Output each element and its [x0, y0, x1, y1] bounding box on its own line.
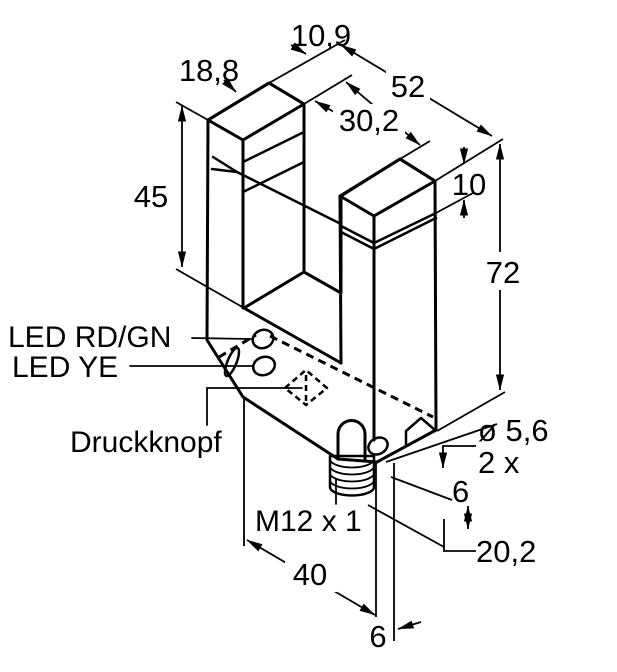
dim-label-10: 10: [452, 167, 486, 202]
dim-label-10-9: 10,9: [291, 18, 351, 53]
dim-label-dia-5-6: ø 5,6: [478, 413, 549, 448]
led-rdgn-indicator: [251, 328, 275, 350]
beam-axis-line: [210, 155, 343, 226]
text-labels: 10,9 18,8 52 30,2 45 10 72 LED RD/GN LED…: [8, 18, 549, 654]
dim-label-6-lower: 6: [369, 619, 386, 654]
label-led-rdgn: LED RD/GN: [8, 321, 171, 354]
dim-label-72: 72: [486, 255, 520, 290]
mounting-hole: [367, 436, 389, 456]
dim-label-2x: 2 x: [478, 445, 520, 480]
dim-label-20-2: 20,2: [476, 534, 536, 569]
dim-label-18-8: 18,8: [179, 53, 239, 88]
dim-label-40: 40: [293, 557, 327, 592]
text-backgrounds: [285, 68, 522, 592]
dim-label-45: 45: [134, 179, 168, 214]
left-prong-top-face: [206, 81, 306, 142]
mounting-features: [336, 416, 437, 461]
dim-label-6-upper: 6: [452, 474, 469, 509]
led-ye-indicator: [251, 355, 277, 377]
dim-label-52: 52: [391, 69, 425, 104]
front-notch-arch: [336, 419, 367, 461]
dim-label-30-2: 30,2: [339, 103, 399, 138]
optical-band-lines: [241, 130, 438, 251]
right-prong-top-face: [338, 157, 437, 218]
teach-button-marker: [283, 368, 329, 407]
sensor-body: [205, 81, 438, 464]
label-led-ye: LED YE: [12, 351, 118, 384]
rear-notch: [404, 416, 437, 447]
label-druckknopf: Druckknopf: [70, 426, 222, 459]
chamfer-edge-arc: [223, 346, 241, 378]
extension-lines: [175, 39, 506, 641]
label-leader-lines: [129, 337, 337, 505]
hidden-axis-dashed-lines: [218, 333, 434, 419]
label-m12-thread: M12 x 1: [255, 505, 362, 538]
m12-connector: [328, 454, 376, 497]
